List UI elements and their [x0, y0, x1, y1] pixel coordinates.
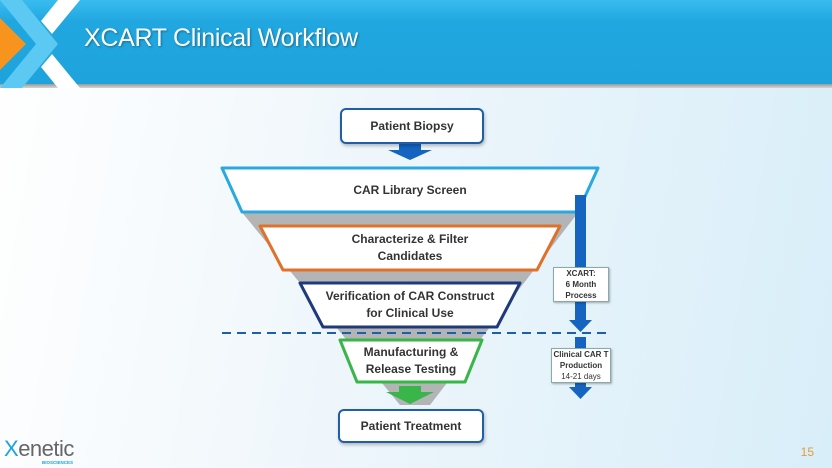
- header-shadow: [0, 84, 832, 88]
- page-number: 15: [800, 445, 814, 459]
- xcart-process-note: XCART: 6 Month Process: [553, 267, 609, 302]
- side-arrow2-head-icon: [569, 387, 592, 399]
- stage-characterize-filter: [258, 224, 562, 272]
- stage-2-label: Characterize & Filter Candidates: [351, 232, 469, 263]
- patient-treatment-box: Patient Treatment: [338, 409, 484, 443]
- arrow-down-green-icon: [386, 386, 434, 404]
- side-arrow-shaft: [575, 195, 586, 320]
- stage-3-label: Verification of CAR Construct for Clinic…: [325, 289, 495, 320]
- clinical-production-note: Clinical CAR T Production 14-21 days: [551, 348, 611, 383]
- arrow-down-icon: [388, 142, 432, 160]
- header-bar: [0, 0, 832, 84]
- stage-4-label: Manufacturing & Release Testing: [363, 345, 459, 376]
- stage-verification: [298, 281, 522, 329]
- xenetic-logo: Xenetic: [4, 436, 74, 461]
- logo-subtitle: BIOSCIENCES: [42, 460, 74, 465]
- side-arrow-head-icon: [569, 320, 592, 332]
- stage-manufacturing: [338, 338, 484, 384]
- patient-biopsy-label: Patient Biopsy: [370, 119, 454, 133]
- page-title: XCART Clinical Workflow: [84, 24, 358, 52]
- x-logo-icon: [0, 0, 80, 88]
- patient-biopsy-box: Patient Biopsy: [340, 108, 484, 144]
- stage-1-label: CAR Library Screen: [353, 182, 467, 197]
- patient-treatment-label: Patient Treatment: [360, 419, 462, 433]
